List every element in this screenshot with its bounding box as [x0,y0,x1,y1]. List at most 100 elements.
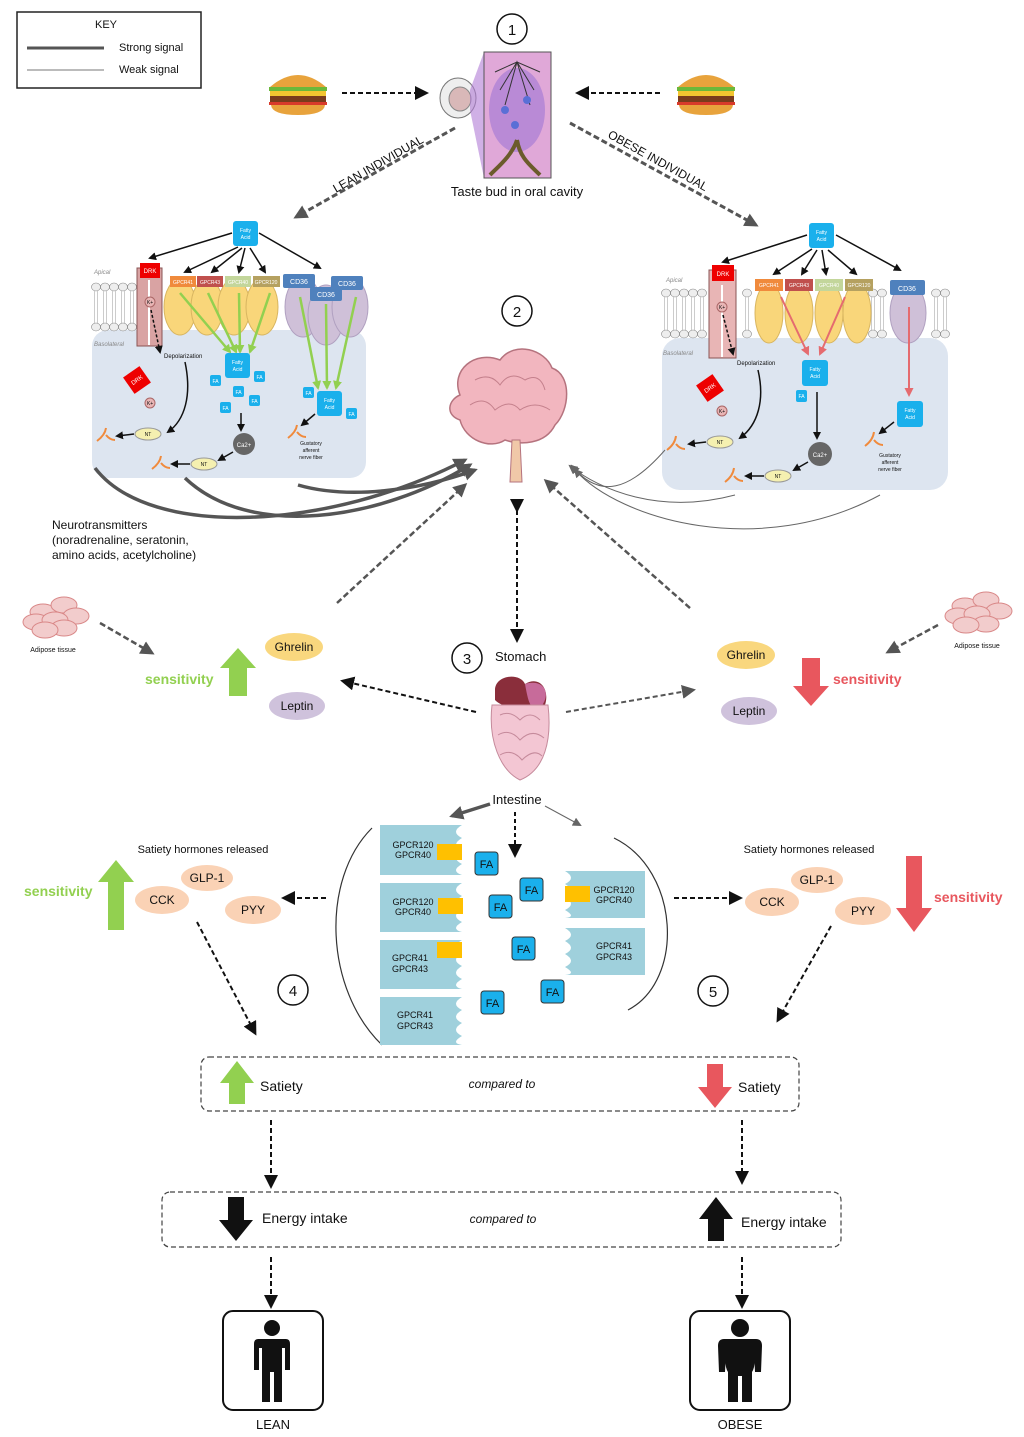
svg-text:K+: K+ [719,409,725,415]
intake-up-arrow-icon [699,1197,733,1241]
energy-intake-label-lean: Energy intake [262,1210,348,1226]
svg-text:GPCR41: GPCR41 [596,941,632,951]
nerve-fiber-label: Gustatory [879,453,901,459]
cck-label: CCK [149,893,174,907]
depolarization-label: Depolarization [737,361,775,367]
leptin-oval [269,692,325,720]
lipid-tail [664,297,668,330]
lean-signal-arrows [93,458,478,520]
svg-text:afferent: afferent [303,448,320,454]
gpcr43-label: GPCR43 [200,280,220,286]
lean-taste-cell: Apical Basolateral DRK GPCR41 GPCR43 GPC… [91,221,369,478]
cck-label: CCK [759,895,784,909]
step-1-badge: 1 [496,13,528,45]
lipid-head [100,322,110,332]
svg-text:K+: K+ [147,401,153,407]
lipid-tail [673,297,677,330]
svg-text:FA: FA [517,944,531,956]
nerve-fiber-icon [151,455,171,470]
lipid-tail [121,291,125,323]
lipid-head [679,288,689,298]
satiety-hormones-label-left: Satiety hormones released [138,844,269,856]
fa-molecules: FA FA FA FA FA FA FA [210,371,357,419]
obese-individual-arrow [569,121,759,227]
lipid-head [931,288,941,298]
calcium-ion: Ca2+ [237,443,252,449]
lipid-head [661,288,671,298]
svg-text:nerve fiber: nerve fiber [878,467,902,473]
fa-molecule: FA [798,394,805,400]
lipid-head [742,288,752,298]
svg-text:nerve fiber: nerve fiber [299,455,323,461]
svg-text:GPCR40: GPCR40 [596,895,632,905]
svg-text:FA: FA [480,859,494,871]
nerve-fiber-icon [96,427,116,442]
ghrelin-oval [265,633,323,661]
svg-text:GPCR120: GPCR120 [392,840,433,850]
svg-text:GPCR41: GPCR41 [397,1010,433,1020]
cd36-label: CD36 [338,281,356,288]
svg-text:GPCR40: GPCR40 [395,850,431,860]
lipid-head [661,329,671,339]
energy-intake-label-obese: Energy intake [741,1214,827,1230]
svg-text:Acid: Acid [905,415,915,421]
down-arrow-icon [793,658,829,706]
svg-text:Acid: Acid [810,374,820,380]
lipid-head [91,322,101,332]
satiety-up-arrow-icon [220,1061,254,1104]
hormones-to-satiety-arrow-left [196,921,257,1036]
lipid-tail [880,297,884,330]
calcium-ion: Ca2+ [813,453,828,459]
apical-label: Apical [93,270,111,276]
lipid-head [118,282,128,292]
lean-individual-arrow [293,126,456,219]
lipid-tail [745,297,749,330]
svg-text:GPCR43: GPCR43 [789,283,809,289]
svg-text:3: 3 [463,651,471,668]
cd36-label: CD36 [290,279,308,286]
gpcr41-label: GPCR41 [173,280,193,286]
svg-text:GPCR120: GPCR120 [848,283,871,289]
taste-bud-label: Taste bud in oral cavity [451,184,584,199]
satiety-hormones-label-right: Satiety hormones released [744,844,875,856]
lipid-tail [934,297,938,330]
leptin-oval [721,697,777,725]
svg-text:GPCR40: GPCR40 [819,283,839,289]
nerve-fiber-icon [864,431,884,447]
hamburger-icon-right [677,75,735,115]
adipose-label-right: Adipose tissue [954,643,1000,650]
lipid-head [877,288,887,298]
leptin-label: Leptin [281,699,314,713]
svg-text:Fatty: Fatty [232,360,244,366]
svg-text:GPCR40: GPCR40 [395,907,431,917]
lipid-head [940,329,950,339]
lipid-tail [943,297,947,330]
lipid-head [679,329,689,339]
adipose-arrow-left [99,621,155,655]
weak-signal-label: Weak signal [119,64,179,76]
lipid-head [127,322,137,332]
obese-individual-label: OBESE INDIVIDUAL [606,127,711,194]
basolateral-label: Basolateral [663,351,694,357]
glp1-label: GLP-1 [190,871,225,885]
lipid-tail [691,297,695,330]
gpcr40-label: GPCR40 [228,280,248,286]
down-arrow-icon [896,856,932,932]
pyy-label: PYY [851,904,875,918]
svg-text:Fatty: Fatty [816,230,828,236]
compared-to-label: compared to [470,1212,537,1226]
stomach-label: Stomach [495,649,546,664]
taste-bud-illustration [483,51,552,179]
intestine-wall-left [335,827,383,1046]
leptin-label: Leptin [733,704,766,718]
svg-text:NT: NT [717,440,724,446]
svg-text:FA: FA [305,391,312,397]
ghrelin-label: Ghrelin [275,640,314,654]
svg-text:FA: FA [546,987,560,999]
